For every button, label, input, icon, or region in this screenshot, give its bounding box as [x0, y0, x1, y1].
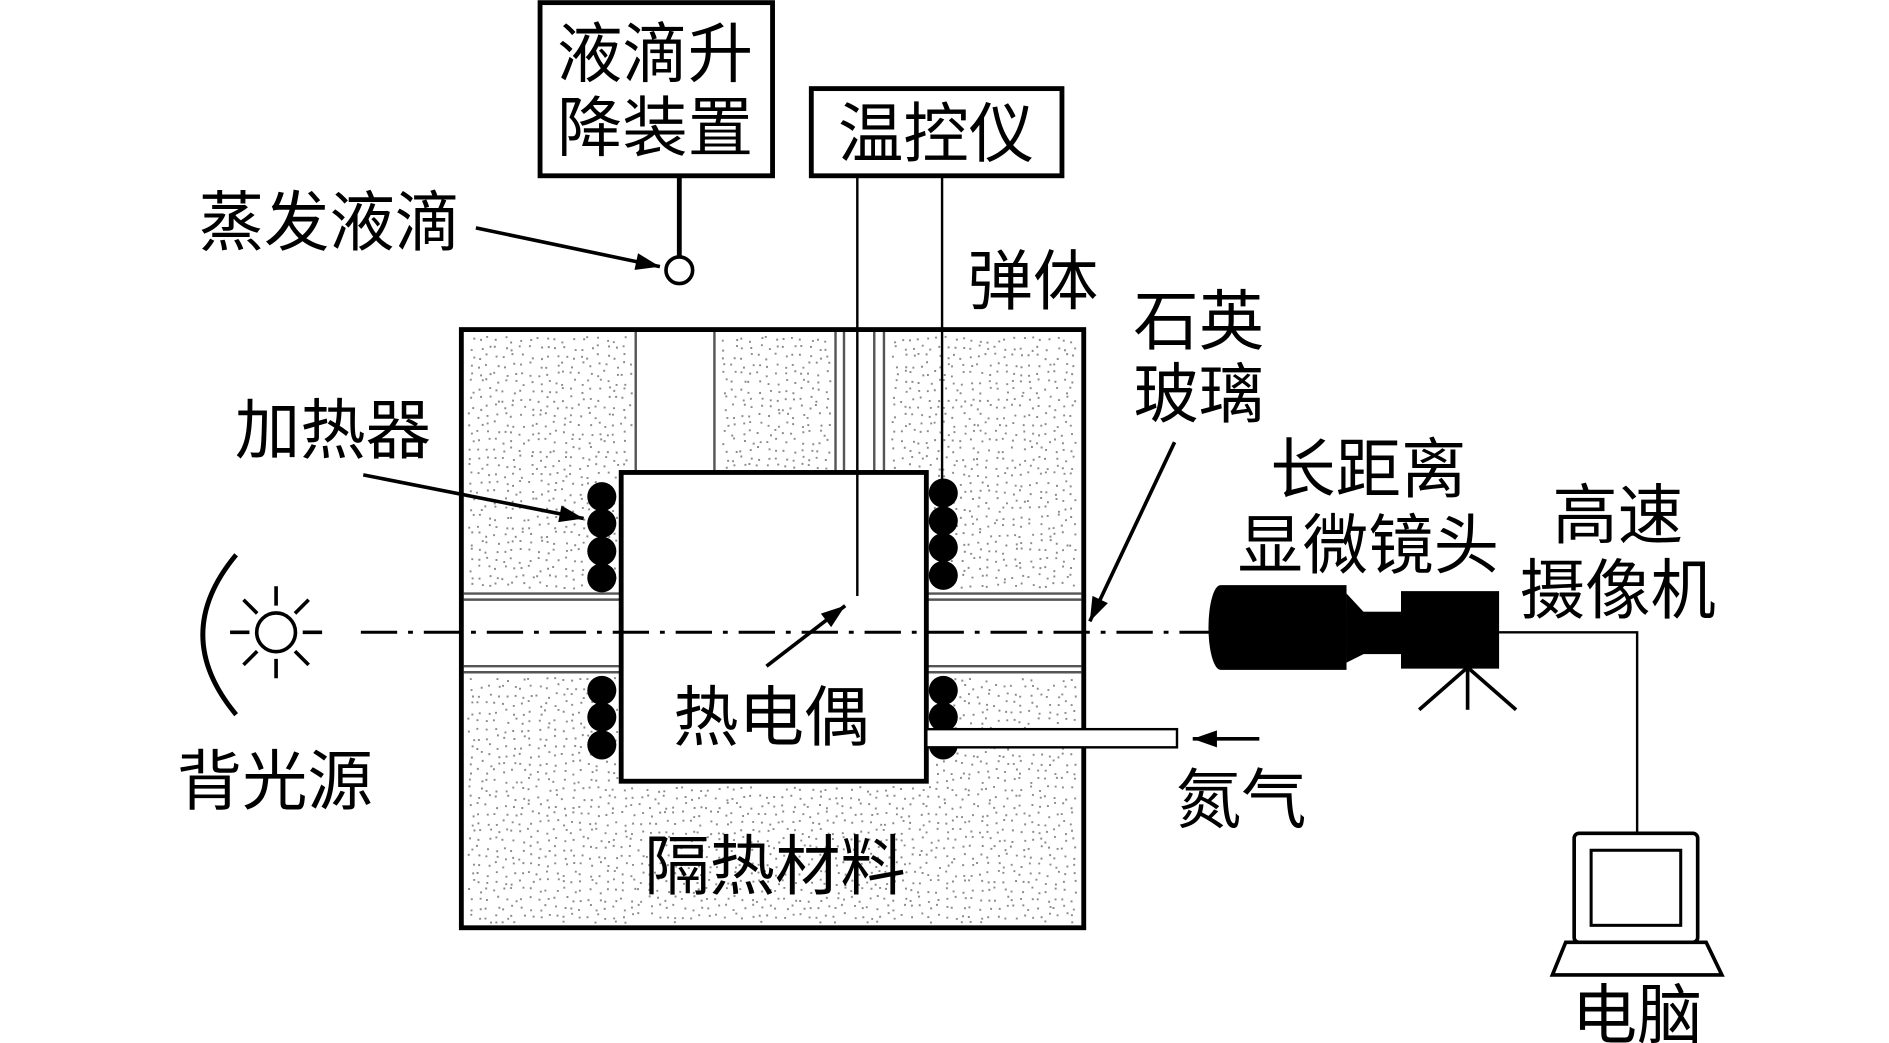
lens-barrel	[1208, 585, 1347, 670]
droplet-lift-device-label-line1: 液滴升	[557, 16, 753, 92]
arrow-quartz-glass-head	[1089, 595, 1108, 622]
high-speed-camera-label-line2: 摄像机	[1520, 553, 1716, 629]
heater-coil-turn	[587, 730, 617, 760]
evaporating-droplet	[664, 255, 695, 286]
tripod-leg-right	[1466, 666, 1518, 712]
temperature-controller-box	[808, 86, 1065, 179]
optical-channel	[463, 592, 1082, 674]
combustion-chamber	[618, 470, 929, 784]
heater-coil-turn	[587, 563, 617, 593]
thermocouple-slot	[834, 331, 886, 473]
heater-coil-left-upper	[587, 482, 617, 593]
droplet-insertion-slot	[634, 331, 716, 473]
microscope-lens-label-line1: 长距离	[1270, 432, 1466, 508]
high-speed-camera-label-line1: 高速	[1552, 478, 1683, 554]
quartz-glass-label-line2: 玻璃	[1133, 357, 1264, 433]
heater-label: 加热器	[235, 393, 431, 469]
nitrogen-label: 氮气	[1176, 762, 1307, 838]
heater-coil-turn	[587, 482, 617, 512]
arrow-evaporating-droplet-head	[634, 253, 660, 270]
camera-cable	[1499, 631, 1639, 836]
computer-icon	[1549, 831, 1725, 977]
lens-taper	[1346, 593, 1364, 663]
heater-coil-turn	[587, 536, 617, 566]
bomb-body-outline	[458, 327, 1087, 931]
heater-coil-turn	[587, 508, 617, 538]
quartz-glass-label-line1: 石英	[1133, 284, 1264, 360]
lamp-bulb	[254, 611, 298, 654]
light-source-icon	[200, 553, 323, 717]
arrow-evaporating-droplet	[475, 226, 661, 269]
heater-coil-right-upper	[928, 478, 958, 590]
evaporating-droplet-label: 蒸发液滴	[199, 185, 461, 261]
arrow-nitrogen-head	[1192, 730, 1217, 748]
bomb-body-label: 弹体	[968, 244, 1099, 320]
label-arrows	[362, 226, 1260, 748]
temperature-controller-label: 温控仪	[838, 96, 1034, 172]
insulation-material-label: 隔热材料	[644, 829, 906, 905]
tripod-icon	[1417, 666, 1518, 712]
thermocouple-label: 热电偶	[673, 680, 869, 756]
high-speed-camera-icon	[1401, 591, 1500, 669]
heater-coil-turn	[587, 675, 617, 705]
heater-coil-turn	[587, 702, 617, 732]
microscope-lens-icon	[1208, 585, 1406, 670]
backlight-label: 背光源	[177, 744, 373, 820]
heater-coil-turn	[928, 533, 958, 563]
heater-coil-turn	[928, 560, 958, 590]
heater-coil-turn	[928, 506, 958, 536]
reflector-arc	[200, 553, 238, 717]
microscope-lens-label-line2: 显微镜头	[1238, 508, 1500, 584]
arrow-heater	[362, 473, 585, 521]
nitrogen-inlet-tube	[925, 727, 1179, 749]
arrow-quartz-glass	[1088, 441, 1177, 623]
droplet-lift-device-box	[537, 0, 775, 179]
heater-coil-turn	[928, 702, 958, 732]
droplet-lift-device-label-line2: 降装置	[557, 90, 753, 166]
arrow-thermocouple-head	[820, 605, 846, 628]
heater-coil-turn	[928, 478, 958, 508]
light-rays	[230, 586, 323, 679]
tripod-leg-left	[1417, 666, 1469, 712]
keyboard-base	[1549, 940, 1725, 977]
monitor-screen	[1589, 848, 1683, 927]
arrow-heater-head	[558, 505, 584, 523]
camera-body	[1401, 591, 1500, 669]
lens-neck	[1362, 611, 1406, 655]
heater-coil-turn	[928, 675, 958, 705]
computer-label: 电脑	[1572, 978, 1703, 1043]
heater-coil-left-lower	[587, 675, 617, 760]
